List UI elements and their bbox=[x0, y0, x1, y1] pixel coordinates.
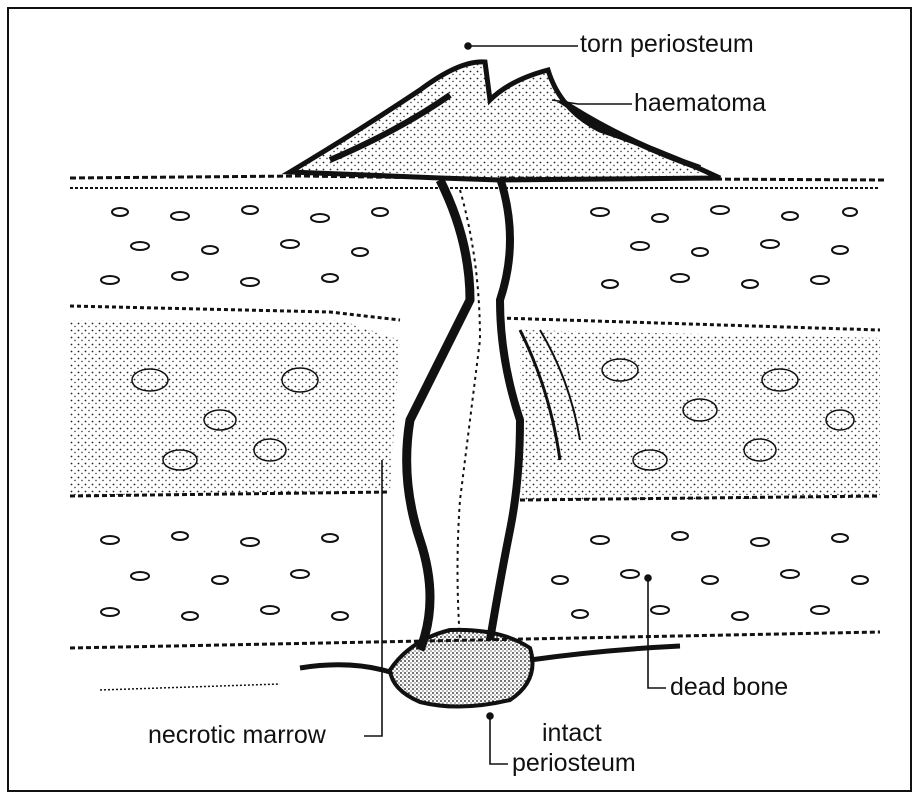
marrow-cavity bbox=[70, 320, 880, 500]
label-necrotic-marrow: necrotic marrow bbox=[148, 721, 326, 749]
label-torn-periosteum: torn periosteum bbox=[580, 30, 754, 58]
label-haematoma: haematoma bbox=[634, 89, 766, 117]
label-intact-periosteum-line1: intact bbox=[542, 719, 602, 747]
haematoma-mass bbox=[290, 62, 720, 180]
label-dead-bone: dead bone bbox=[670, 673, 788, 701]
label-intact-periosteum-line2: periosteum bbox=[512, 749, 636, 777]
